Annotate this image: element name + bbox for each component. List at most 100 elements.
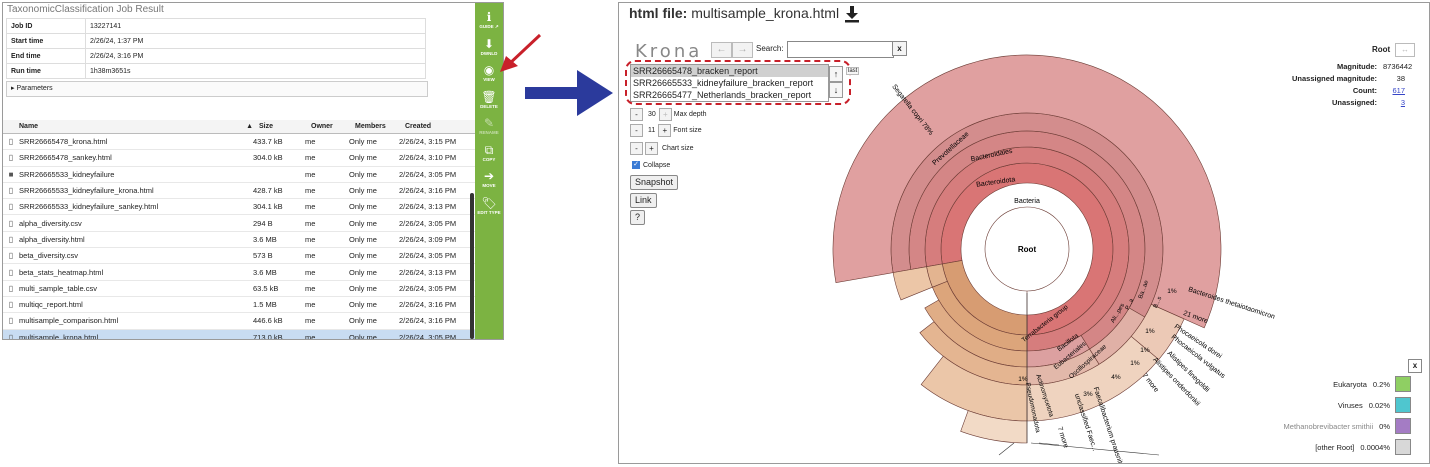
file-owner: me bbox=[305, 300, 316, 310]
search-input[interactable] bbox=[787, 41, 894, 58]
move-icon: ➔ bbox=[483, 169, 495, 183]
collapse-checkbox[interactable]: ✓Collapse bbox=[632, 161, 671, 169]
file-size: 3.6 MB bbox=[253, 267, 277, 277]
stat-value: 38 bbox=[1396, 74, 1405, 83]
dataset-option[interactable]: SRR26665477_Netherlands_bracken_report bbox=[633, 90, 812, 100]
forward-button[interactable]: → bbox=[732, 42, 753, 58]
file-created: 2/26/24, 3:05 PM bbox=[399, 218, 457, 228]
job-info-row: End time 2/26/24, 3:16 PM bbox=[6, 48, 426, 64]
faecalibacterium-wedge[interactable] bbox=[960, 410, 1028, 444]
edit-type-action[interactable]: 🏷EDIT TYPE bbox=[475, 196, 503, 216]
job-info-label: Start time bbox=[6, 33, 86, 49]
file-icon: ▯ bbox=[8, 300, 14, 310]
legend-close-button[interactable]: x bbox=[1408, 359, 1422, 373]
move-label: MOVE bbox=[482, 183, 496, 188]
chart-size-increase[interactable]: + bbox=[645, 142, 658, 155]
search-label: Search: bbox=[756, 44, 784, 53]
scrollbar[interactable] bbox=[470, 193, 474, 339]
max-depth-increase[interactable]: + bbox=[658, 108, 672, 121]
file-name: SRR26665478_krona.html bbox=[19, 137, 108, 147]
legend-item[interactable]: [other Root]0.0004% bbox=[1315, 439, 1411, 455]
parameters-toggle[interactable]: ▸ Parameters bbox=[6, 81, 428, 97]
view-action[interactable]: ◉VIEW bbox=[475, 64, 503, 83]
column-name[interactable]: Name▲ bbox=[19, 123, 253, 130]
column-size[interactable]: Size bbox=[259, 123, 274, 130]
file-name: beta_stats_heatmap.html bbox=[19, 267, 104, 277]
help-button[interactable]: ? bbox=[630, 210, 646, 225]
font-size-increase[interactable]: + bbox=[658, 124, 672, 137]
file-owner: me bbox=[305, 267, 316, 277]
legend-pct: 0.0004% bbox=[1360, 442, 1390, 452]
segatella-copri-wedge[interactable] bbox=[832, 54, 1222, 329]
stat-row: Magnitude:8736442 bbox=[1292, 61, 1412, 73]
wedge-label-pct1c: 1% bbox=[1140, 347, 1150, 354]
stat-value[interactable]: 3 bbox=[1400, 98, 1405, 107]
expand-arrows-icon[interactable]: ↔ bbox=[1395, 43, 1415, 57]
link-button[interactable]: Link bbox=[630, 193, 657, 208]
search-clear-button[interactable]: x bbox=[892, 41, 907, 56]
file-members: Only me bbox=[349, 169, 377, 179]
root-center[interactable] bbox=[984, 206, 1070, 292]
root-breadcrumb[interactable]: Root bbox=[1372, 45, 1391, 54]
copy-action[interactable]: ⧉COPY bbox=[475, 143, 503, 163]
delete-icon: 🗑 bbox=[481, 89, 497, 104]
column-owner[interactable]: Owner bbox=[311, 123, 333, 130]
wedge-label-pct1e: 1% bbox=[1018, 376, 1028, 383]
back-button[interactable]: ← bbox=[711, 42, 732, 58]
rename-icon: ✎ bbox=[483, 116, 495, 130]
delete-action[interactable]: 🗑DELETE bbox=[475, 89, 503, 110]
download-icon[interactable] bbox=[843, 5, 861, 23]
pseudomonadota-wedge[interactable] bbox=[892, 266, 933, 301]
dataset-option[interactable]: SRR26665478_bracken_report bbox=[631, 65, 828, 77]
font-size-decrease[interactable]: - bbox=[630, 124, 643, 137]
job-info-value: 2/26/24, 1:37 PM bbox=[85, 33, 426, 49]
file-name: multi_sample_table.csv bbox=[19, 283, 97, 293]
file-icon: ▯ bbox=[8, 251, 14, 261]
dataset-up-button[interactable]: ↑ bbox=[829, 66, 843, 82]
file-owner: me bbox=[305, 234, 316, 244]
file-name: multiqc_report.html bbox=[19, 300, 83, 310]
chart-size-decrease[interactable]: - bbox=[630, 142, 643, 155]
stat-label: Count: bbox=[1352, 86, 1377, 95]
column-members[interactable]: Members bbox=[355, 123, 386, 130]
file-members: Only me bbox=[349, 300, 377, 310]
snapshot-button[interactable]: Snapshot bbox=[630, 175, 679, 190]
edit-type-label: EDIT TYPE bbox=[477, 209, 501, 215]
file-table: Name▲ Size Owner Members Created ▯SRR266… bbox=[3, 120, 475, 339]
stat-value[interactable]: 617 bbox=[1392, 86, 1405, 95]
legend-name: Methanobrevibacter smithii bbox=[1283, 421, 1374, 431]
last-dataset-button[interactable]: last bbox=[846, 67, 860, 75]
rename-action[interactable]: ✎RENAME bbox=[475, 117, 503, 136]
max-depth-decrease[interactable]: - bbox=[630, 108, 643, 121]
file-owner: me bbox=[305, 202, 316, 212]
dataset-down-button[interactable]: ↓ bbox=[829, 82, 843, 98]
column-created[interactable]: Created bbox=[405, 123, 432, 130]
move-action[interactable]: ➔MOVE bbox=[475, 170, 503, 189]
file-size: 304.1 kB bbox=[253, 202, 283, 212]
file-created: 2/26/24, 3:05 PM bbox=[399, 283, 457, 293]
dataset-option[interactable]: SRR26665533_kidneyfailure_bracken_report bbox=[633, 78, 814, 88]
annotation-arrow-blue bbox=[525, 70, 613, 116]
chart-size-label: Chart size bbox=[662, 145, 694, 152]
download-action[interactable]: ⬇DWNLD bbox=[475, 37, 503, 57]
